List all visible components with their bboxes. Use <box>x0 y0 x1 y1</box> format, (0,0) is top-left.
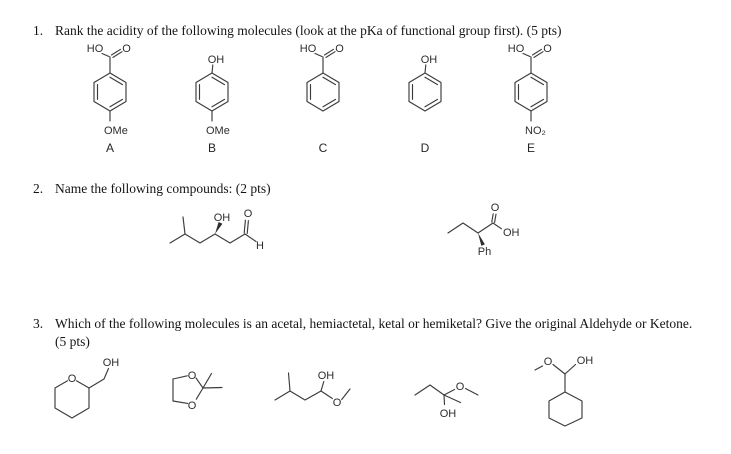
q3-text-line2: (5 pts) <box>55 334 90 349</box>
structure-4-methoxyphenol: OH OMe <box>195 54 230 137</box>
atom-label-o: O <box>543 43 552 55</box>
atom-label-o: O <box>244 208 253 220</box>
structure-methoxybutanol: O OH <box>414 381 479 420</box>
bonds <box>169 216 257 244</box>
atom-label-o: O <box>122 43 131 55</box>
molecule-letter-c: C <box>318 141 328 155</box>
bonds <box>195 64 229 122</box>
bonds <box>414 384 479 406</box>
atom-label-o-top: O <box>188 370 197 382</box>
molecule-letter-e: E <box>526 141 535 155</box>
atom-label-oh: OH <box>318 370 335 382</box>
atom-label-oh: OH <box>208 54 225 66</box>
atom-label-ho: HO <box>508 43 525 55</box>
atom-label-oh: OH <box>103 357 120 369</box>
molecule-letter-d: D <box>420 141 430 155</box>
wedge-bond-ph <box>478 233 485 246</box>
substituent-label-ome: OMe <box>104 125 128 137</box>
q2-number: 2. <box>33 181 44 196</box>
structure-oxanyl-methanol: O OH <box>54 357 120 419</box>
molecule-letter-a: A <box>105 141 114 155</box>
bonds <box>93 48 127 122</box>
atom-label-ho: HO <box>300 43 317 55</box>
bonds <box>54 367 110 419</box>
atom-label-o: O <box>333 397 342 409</box>
wedge-bond-oh <box>215 222 223 234</box>
q3-number: 3. <box>33 316 44 331</box>
bonds <box>447 213 503 234</box>
atom-label-o: O <box>68 373 77 385</box>
bonds <box>306 48 340 112</box>
structure-phenol: OH <box>408 54 442 112</box>
q2-text: Name the following compounds: (2 pts) <box>55 181 271 196</box>
atom-label-oh: OH <box>440 408 457 420</box>
structure-4-nitrobenzoic-acid: HO O NO₂ <box>508 43 552 137</box>
q3-text-line1: Which of the following molecules is an a… <box>55 316 693 331</box>
structure-benzoic-acid: HO O <box>300 43 344 112</box>
bonds <box>514 48 548 122</box>
atom-label-oh: OH <box>503 227 520 239</box>
structure-3-hydroxy-5-methylhexanal: OH O H <box>169 208 264 252</box>
structure-methoxy-methylbutanol: OH O <box>274 370 351 409</box>
atom-label-ho: HO <box>87 43 104 55</box>
structure-2-phenylbutanoic-acid: O OH Ph <box>447 202 520 258</box>
substituent-label-ome: OMe <box>206 125 230 137</box>
structure-dimethyl-dioxolane: O O <box>172 370 223 412</box>
bonds <box>408 64 442 112</box>
atom-label-oh: OH <box>421 54 438 66</box>
bonds <box>274 372 351 401</box>
atom-label-h: H <box>256 240 264 252</box>
bonds <box>534 363 583 427</box>
bonds <box>172 372 223 404</box>
atom-label-oh: OH <box>214 212 231 224</box>
atom-label-o: O <box>456 381 465 393</box>
substituent-label-no2: NO₂ <box>525 125 546 137</box>
q1-number: 1. <box>33 23 44 38</box>
atom-label-o: O <box>491 202 500 214</box>
molecule-letter-b: B <box>207 141 216 155</box>
q1-text: Rank the acidity of the following molecu… <box>55 23 562 38</box>
atom-label-o-bottom: O <box>188 400 197 412</box>
atom-label-o: O <box>544 356 553 368</box>
atom-label-oh: OH <box>577 355 594 367</box>
atom-label-ph: Ph <box>478 246 491 258</box>
structure-4-methoxybenzoic-acid: HO O OMe <box>87 43 131 137</box>
structure-cyclohexyl-methoxy-methanol: O OH <box>534 355 594 427</box>
atom-label-o: O <box>335 43 344 55</box>
